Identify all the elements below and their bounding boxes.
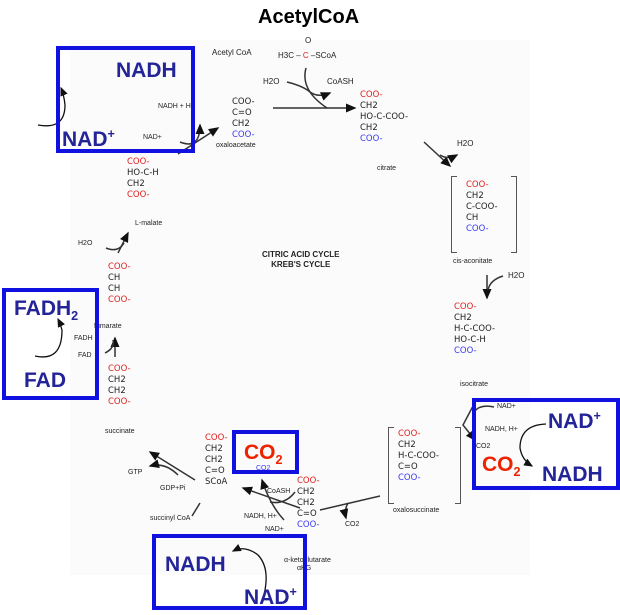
arrow-h2o-in xyxy=(487,275,504,291)
co2-small-label-akg: CO2 xyxy=(256,465,271,472)
annotation-box-succinate-dehydrogenase: FADH2 FAD xyxy=(2,288,99,400)
fad-label: FAD xyxy=(78,352,92,359)
oxalosuccinate-label: oxalosuccinate xyxy=(393,507,440,514)
co2-annotation: CO2 xyxy=(244,441,283,468)
arrow-fad-in xyxy=(104,339,115,354)
alpha-ketoglutarate-structure: COO- CH2 CH2 C=O COO- xyxy=(297,476,320,530)
right-bracket xyxy=(511,176,517,253)
arrow-acetylcoa-in xyxy=(304,67,328,109)
fumarate-structure: COO- CH CH COO- xyxy=(108,262,131,305)
acetyl-coa-formula: H3C – C –SCoA xyxy=(278,51,337,60)
diagram-background xyxy=(70,40,530,575)
arrow-nadh-out-malate xyxy=(179,123,205,145)
succinyl-coa-label: succinyl CoA xyxy=(150,515,191,522)
annotation-box-akg-dehydrogenase: NADH NAD+ xyxy=(152,534,307,610)
nadh-annotation: NADH xyxy=(116,59,177,82)
co2-label-isocitrate: CO2 xyxy=(476,443,491,450)
nad-label-malate: NAD+ xyxy=(143,134,162,141)
annotation-box-co2-akg: CO2 xyxy=(232,430,299,474)
fumarate-label: fumarate xyxy=(94,323,122,330)
arrow-co2-out-akg xyxy=(260,478,285,521)
isocitrate-structure: COO- CH2 H-C-COO- HO-C-H COO- xyxy=(454,302,496,356)
box-arrow-nad-to-nadh-topleft xyxy=(37,86,68,127)
fadh2-annotation: FADH2 xyxy=(14,297,79,324)
box-arrow-nad-to-nadh-right xyxy=(519,423,547,467)
alpha-ketoglutarate-label: α-ketoglutarate xyxy=(284,557,331,564)
nad-label-isocitrate: NAD+ xyxy=(497,403,516,410)
l-malate-structure: COO- HO-C-H CH2 COO- xyxy=(127,157,159,200)
co2-annotation: CO2 xyxy=(482,453,521,480)
isocitrate-label: isocitrate xyxy=(460,381,489,388)
arrow-gtp-out xyxy=(148,459,179,476)
gdp-label: GDP+Pi xyxy=(160,485,186,492)
co2-label-oxalosuccinate: CO2 xyxy=(345,521,360,528)
box-arrow-fad-to-fadh2 xyxy=(34,317,65,358)
h2o-label-citrate: H2O xyxy=(457,139,474,148)
citrate-structure: COO- CH2 HO-C-COO- CH2 COO- xyxy=(360,90,409,144)
box-arrow-nad-to-nadh-bottom xyxy=(231,544,267,603)
arrow-scoa-pointer xyxy=(191,502,201,517)
cis-aconitate-label: cis-aconitate xyxy=(453,258,493,265)
nadh-annotation: NADH xyxy=(542,463,603,486)
arrow-isocitrate-to-oxalosuccinate xyxy=(462,405,476,442)
nadh-label-akg: NADH, H+ xyxy=(244,513,277,520)
arrow-citrate-to-aconitate xyxy=(423,141,452,168)
h2o-label-aconitate: H2O xyxy=(508,271,525,280)
arrow-coash-in xyxy=(269,491,296,504)
acetyl-coa-label: Acetyl CoA xyxy=(212,48,252,57)
nadh-annotation: NADH xyxy=(165,553,226,576)
left-bracket xyxy=(388,427,394,504)
nadh-label-isocitrate: NADH, H+ xyxy=(485,426,518,433)
nad-annotation: NAD+ xyxy=(548,409,601,433)
arrow-coash-out xyxy=(286,81,332,101)
right-bracket xyxy=(455,427,461,504)
l-malate-label: L-malate xyxy=(135,220,163,227)
arrow-oxalosuccinate-to-akg xyxy=(319,495,381,511)
oxalosuccinate-structure: COO- CH2 H-C-COO- C=O COO- xyxy=(398,429,440,483)
nad-label-akg: NAD+ xyxy=(265,526,284,533)
coash-label-step1: CoASH xyxy=(327,77,354,86)
succinate-structure: COO- CH2 CH2 COO- xyxy=(108,364,131,407)
citrate-label: citrate xyxy=(377,165,397,172)
coash-label-akg: CoASH xyxy=(267,488,291,495)
annotation-box-malate-dehydrogenase: NADH NAD+ xyxy=(56,46,195,153)
cis-aconitate-structure: COO- CH2 C-COO- CH COO- xyxy=(466,180,498,234)
nad-annotation: NAD+ xyxy=(244,585,297,609)
arrow-h2o-out xyxy=(439,154,459,164)
arrow-co2-out-oxalo xyxy=(339,502,349,520)
succinyl-coa-structure: COO- CH2 CH2 C=O SCoA xyxy=(205,433,228,487)
arrow-fumarate-to-malate xyxy=(117,231,129,254)
fad-annotation: FAD xyxy=(24,369,66,392)
gtp-label: GTP xyxy=(128,469,143,476)
oxaloacetate-structure: COO- C=O CH2 COO- xyxy=(232,97,255,140)
left-bracket xyxy=(451,176,457,253)
arrow-succinylcoa-to-succinate xyxy=(148,451,196,481)
h2o-label-step1: H2O xyxy=(263,77,280,86)
h2o-label-fumarate: H2O xyxy=(78,240,93,247)
nadh-label-malate: NADH + H+ xyxy=(158,103,195,110)
succinate-label: succinate xyxy=(105,428,135,435)
arrow-h2o-in-fumarate xyxy=(105,242,125,251)
fadh-label: FADH xyxy=(74,335,93,342)
oxaloacetate-label: oxaloacetate xyxy=(216,142,256,149)
nad-annotation: NAD+ xyxy=(62,127,115,151)
arrow-akg-to-succinylcoa xyxy=(241,486,301,509)
acetyl-coa-oxygen: O xyxy=(305,36,312,45)
diagram-title: AcetylCoA xyxy=(258,6,360,28)
annotation-box-isocitrate-dehydrogenase: NAD+ CO2 NADH xyxy=(472,398,620,490)
